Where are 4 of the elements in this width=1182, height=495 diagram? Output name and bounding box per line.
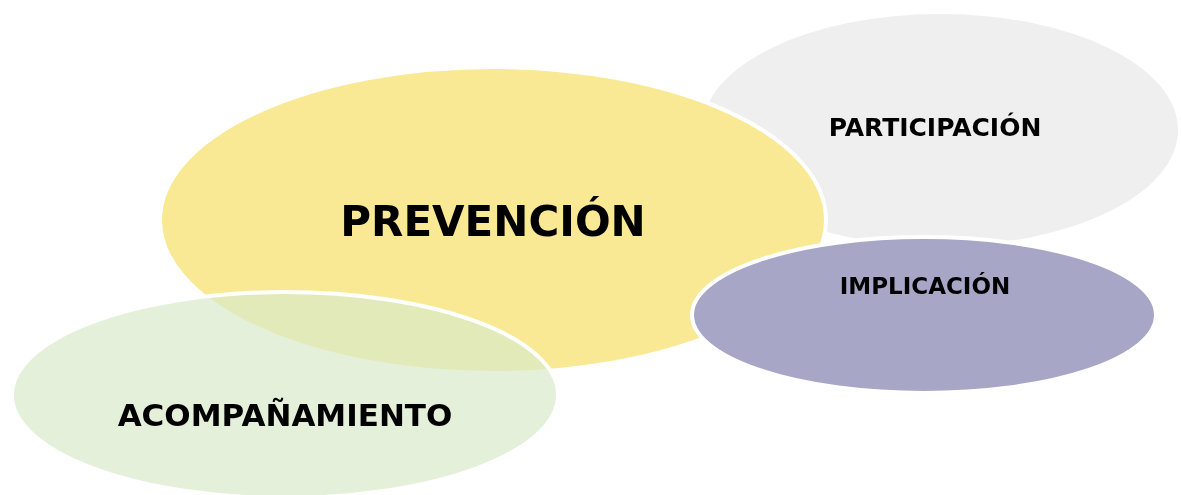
category-label: ACOMPAÑAMIENTO: [117, 397, 453, 433]
category-label: PARTICIPACIÓN: [828, 114, 1042, 142]
category-label: IMPLICACIÓN: [839, 274, 1011, 300]
category-label: PREVENCIÓN: [340, 198, 646, 246]
